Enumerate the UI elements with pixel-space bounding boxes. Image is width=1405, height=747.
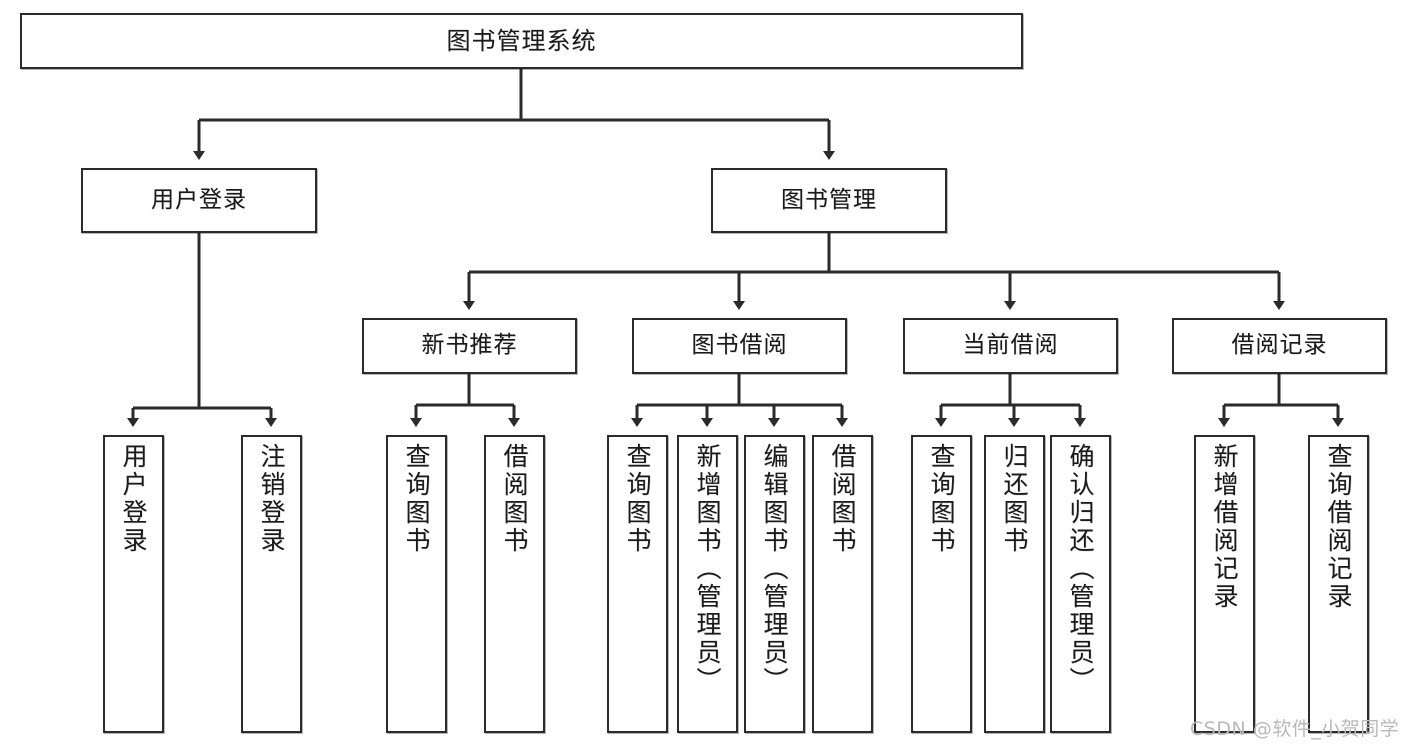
node-book-borrow[interactable]: 图书借阅 [632, 318, 847, 374]
node-leaf-borrow-book-recommend-label: 借阅图书 [500, 443, 529, 555]
node-leaf-user-logout-label: 注销登录 [257, 443, 286, 555]
node-leaf-borrow-book-label: 借阅图书 [828, 443, 857, 555]
node-leaf-add-book-admin-label: 新增图书（管理员） [693, 443, 722, 695]
node-leaf-query-book-current[interactable]: 查询图书 [911, 435, 972, 733]
node-leaf-return-book[interactable]: 归还图书 [984, 435, 1045, 733]
node-leaf-borrow-book-recommend[interactable]: 借阅图书 [484, 435, 545, 733]
node-book-manage[interactable]: 图书管理 [711, 168, 947, 233]
node-book-borrow-label: 图书借阅 [691, 332, 788, 359]
node-new-book-recommend-label: 新书推荐 [421, 332, 518, 359]
node-root-label: 图书管理系统 [446, 26, 597, 55]
node-leaf-user-logout[interactable]: 注销登录 [241, 435, 302, 733]
node-leaf-query-book-recommend-label: 查询图书 [402, 443, 431, 555]
node-leaf-query-book-current-label: 查询图书 [927, 443, 956, 555]
node-leaf-add-borrow-record[interactable]: 新增借阅记录 [1194, 435, 1255, 733]
node-leaf-query-book-recommend[interactable]: 查询图书 [386, 435, 447, 733]
node-leaf-query-book-borrow-label: 查询图书 [623, 443, 652, 555]
node-leaf-user-login[interactable]: 用户登录 [103, 435, 164, 733]
node-new-book-recommend[interactable]: 新书推荐 [362, 318, 577, 374]
node-leaf-confirm-return-admin-label: 确认归还（管理员） [1066, 443, 1095, 695]
node-user-login[interactable]: 用户登录 [81, 168, 317, 233]
node-leaf-borrow-book[interactable]: 借阅图书 [812, 435, 873, 733]
node-leaf-add-book-admin[interactable]: 新增图书（管理员） [677, 435, 738, 733]
node-leaf-user-login-label: 用户登录 [119, 443, 148, 555]
node-leaf-query-book-borrow[interactable]: 查询图书 [607, 435, 668, 733]
node-current-borrow[interactable]: 当前借阅 [903, 318, 1118, 374]
node-root-system[interactable]: 图书管理系统 [20, 13, 1023, 69]
node-borrow-record[interactable]: 借阅记录 [1172, 318, 1387, 374]
node-leaf-query-borrow-record-label: 查询借阅记录 [1324, 443, 1353, 611]
node-borrow-record-label: 借阅记录 [1231, 332, 1328, 359]
node-user-login-label: 用户登录 [151, 186, 247, 213]
node-leaf-add-borrow-record-label: 新增借阅记录 [1210, 443, 1239, 611]
csdn-watermark: CSDN @软件_小贺同学 [1190, 718, 1400, 740]
node-leaf-edit-book-admin-label: 编辑图书（管理员） [760, 443, 789, 695]
node-leaf-edit-book-admin[interactable]: 编辑图书（管理员） [744, 435, 805, 733]
node-current-borrow-label: 当前借阅 [962, 332, 1059, 359]
node-leaf-confirm-return-admin[interactable]: 确认归还（管理员） [1050, 435, 1111, 733]
node-leaf-query-borrow-record[interactable]: 查询借阅记录 [1308, 435, 1369, 733]
node-book-manage-label: 图书管理 [781, 186, 877, 213]
node-leaf-return-book-label: 归还图书 [1000, 443, 1029, 555]
